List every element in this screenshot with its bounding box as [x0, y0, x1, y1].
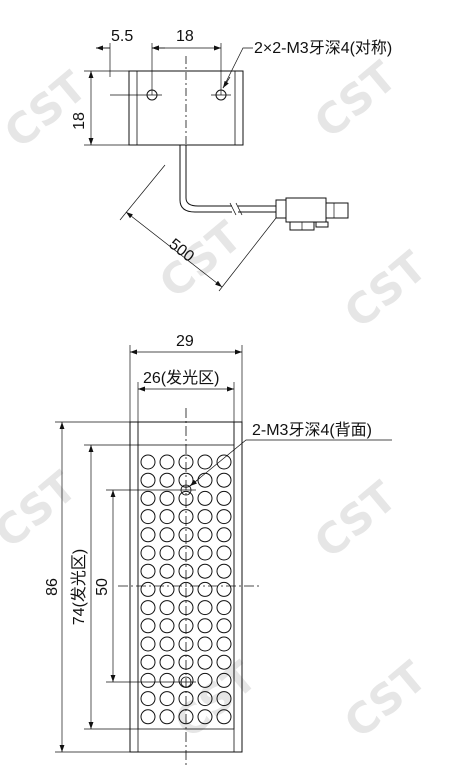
dim-hole-pitch: 50 — [94, 578, 111, 596]
watermark: CST — [305, 472, 406, 568]
led — [159, 527, 175, 543]
led — [159, 600, 175, 616]
led — [216, 454, 232, 470]
led — [159, 545, 175, 561]
cable-break — [229, 202, 237, 216]
led — [216, 672, 232, 688]
led — [140, 527, 156, 543]
led — [140, 618, 156, 634]
led — [216, 709, 232, 725]
dim-line-cable — [125, 211, 223, 288]
led — [197, 672, 213, 688]
watermark: CST — [335, 242, 436, 338]
led — [140, 563, 156, 579]
dim-emit-length: 74(发光区) — [70, 549, 88, 625]
led — [159, 454, 175, 470]
extension-line — [218, 217, 277, 292]
led — [159, 654, 175, 670]
led — [197, 709, 213, 725]
led — [159, 581, 175, 597]
led — [140, 672, 156, 688]
led — [197, 527, 213, 543]
thread-leader-front — [189, 439, 392, 487]
led — [197, 636, 213, 652]
led — [216, 691, 232, 707]
led — [197, 454, 213, 470]
led — [159, 618, 175, 634]
watermark: CST — [0, 462, 86, 558]
led — [197, 509, 213, 525]
led — [159, 472, 175, 488]
led — [197, 618, 213, 634]
led — [159, 709, 175, 725]
cable-lower — [185, 145, 232, 207]
led — [159, 636, 175, 652]
watermark-layer: CST CST CST CST CST CST CST CST — [0, 52, 436, 748]
thread-callout-front: 2-M3牙深4(背面) — [252, 421, 372, 439]
led — [159, 490, 175, 506]
led — [197, 490, 213, 506]
top-view — [84, 43, 349, 292]
led — [197, 691, 213, 707]
led — [159, 563, 175, 579]
dim-hole-spacing: 18 — [176, 28, 194, 45]
led — [140, 709, 156, 725]
led — [216, 490, 232, 506]
led — [140, 472, 156, 488]
led — [140, 691, 156, 707]
led — [140, 509, 156, 525]
led — [140, 581, 156, 597]
led — [197, 563, 213, 579]
dim-arrow — [189, 477, 201, 487]
dim-height: 18 — [71, 112, 88, 130]
led — [216, 600, 232, 616]
watermark: CST — [305, 52, 406, 148]
connector-head — [325, 202, 349, 219]
back-thread-hole-bottom — [180, 676, 192, 688]
led — [197, 472, 213, 488]
watermark: CST — [150, 212, 251, 308]
led — [216, 636, 232, 652]
connector-body — [285, 197, 327, 223]
connector-boot — [275, 199, 287, 219]
dim-hole-offset: 5.5 — [111, 28, 133, 45]
led — [216, 563, 232, 579]
led — [216, 472, 232, 488]
thread-leader — [222, 47, 253, 89]
back-thread-hole-top — [180, 484, 192, 496]
led — [216, 618, 232, 634]
led — [216, 509, 232, 525]
led — [140, 545, 156, 561]
led — [140, 454, 156, 470]
led — [159, 691, 175, 707]
led — [216, 527, 232, 543]
led — [140, 600, 156, 616]
watermark: CST — [335, 652, 436, 748]
led — [216, 654, 232, 670]
watermark: CST — [0, 62, 96, 158]
dim-length: 86 — [44, 578, 61, 596]
led — [197, 600, 213, 616]
led — [216, 545, 232, 561]
led — [197, 581, 213, 597]
led — [159, 672, 175, 688]
led — [140, 654, 156, 670]
cable-break — [235, 202, 243, 216]
dim-width: 29 — [176, 333, 194, 350]
dim-emit-width: 26(发光区) — [143, 369, 219, 387]
led — [159, 509, 175, 525]
led — [197, 545, 213, 561]
extension-line — [119, 164, 166, 221]
cable-upper — [179, 145, 232, 213]
connector-tab — [315, 221, 329, 228]
dim-arrow — [222, 76, 231, 89]
led — [140, 636, 156, 652]
front-view — [55, 345, 392, 765]
led — [216, 581, 232, 597]
led — [140, 490, 156, 506]
led — [197, 654, 213, 670]
thread-callout-top: 2×2-M3牙深4(对称) — [254, 39, 392, 57]
